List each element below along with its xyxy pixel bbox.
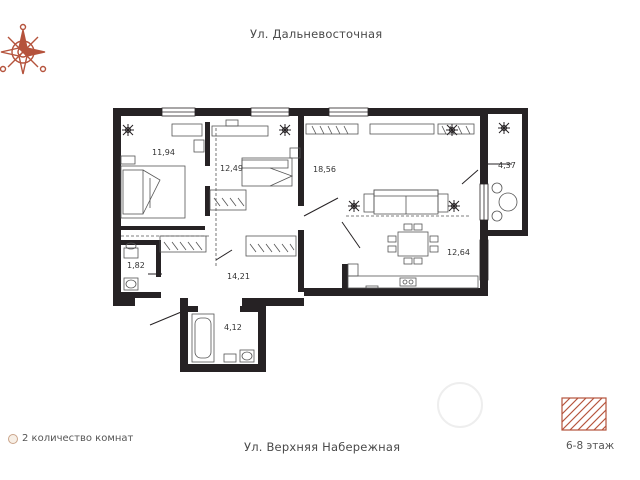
rooms-count-legend: 2 количество комнат — [8, 433, 133, 444]
windows — [161, 107, 489, 281]
room-area-living-room: 18,56 — [313, 165, 336, 174]
street-label-bottom: Ул. Верхняя Набережная — [244, 440, 401, 454]
room-count-dot-icon — [8, 433, 18, 444]
room-area-wc: 1,82 — [127, 261, 145, 270]
doors — [148, 163, 512, 326]
room-area-balcony: 4,37 — [498, 161, 516, 170]
walls — [113, 108, 528, 372]
floor-label: 6-8 этаж — [566, 440, 615, 452]
room-area-bedroom-right: 12,49 — [220, 164, 243, 173]
ceiling-light-icon — [122, 122, 510, 212]
room-area-kitchen: 12,64 — [447, 248, 470, 257]
room-area-bathroom: 4,12 — [224, 323, 242, 332]
compass-rose-icon — [0, 23, 47, 75]
furniture — [120, 119, 518, 363]
rooms-count-label: 2 количество комнат — [22, 433, 134, 444]
room-area-bedroom-left: 11,94 — [152, 148, 175, 157]
room-area-hallway: 14,21 — [227, 272, 250, 281]
street-label-top: Ул. Дальневосточная — [250, 27, 383, 41]
floor-plate-icon — [561, 397, 607, 431]
